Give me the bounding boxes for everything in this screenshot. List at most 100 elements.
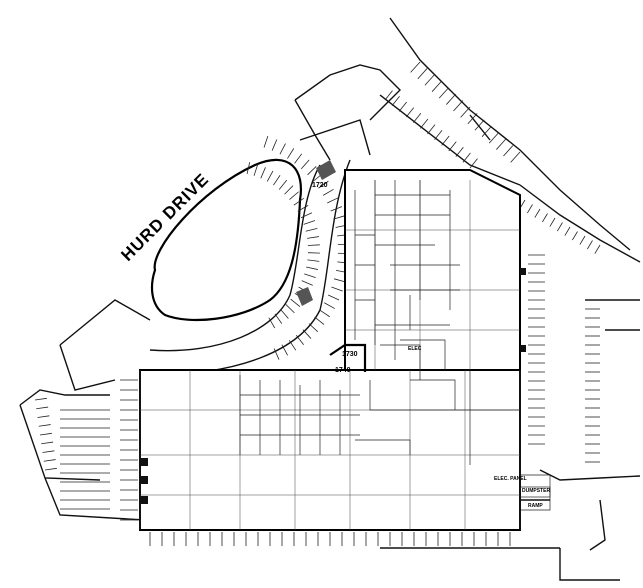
parking-stall-line (271, 139, 278, 151)
parking-stall-line (527, 204, 533, 214)
parking-stall-line (572, 231, 578, 241)
parking-stall-line (331, 286, 343, 292)
parking-stalls (34, 61, 601, 546)
parking-stall-line (307, 236, 320, 239)
parking-stall-line (496, 138, 507, 150)
parking-stall-line (322, 188, 334, 196)
parking-stall-line (333, 278, 346, 283)
parking-stall-line (290, 298, 301, 307)
parking-stall-line (549, 217, 556, 227)
parking-stall-line (327, 197, 339, 204)
dumpster-label: DUMPSTER (522, 488, 550, 494)
parking-stall-line (438, 87, 449, 99)
parking-stall-line (324, 302, 335, 309)
parking-stall-line (510, 151, 521, 163)
parking-stall-line (44, 467, 57, 471)
interior-partitions (239, 180, 551, 511)
parking-stall-line (413, 113, 422, 123)
unit-label-1730: 1730 (342, 351, 358, 358)
parking-stall-line (273, 174, 281, 186)
parking-stall-line (587, 240, 593, 250)
parking-stall-line (417, 68, 428, 80)
parking-stall-line (305, 228, 318, 232)
parking-stall-line (297, 204, 309, 212)
parking-stall-line (467, 113, 478, 125)
parking-stall-line (279, 143, 286, 155)
parking-stall-line (398, 101, 407, 112)
parking-stall-line (304, 273, 316, 278)
parking-stall-line (302, 329, 312, 339)
parking-stall-line (420, 118, 429, 129)
parking-stall-line (469, 158, 478, 169)
parking-stall-line (37, 415, 50, 418)
elec-panel-label: ELEC. PANEL (494, 476, 527, 482)
parking-stall-line (284, 185, 294, 195)
parking-stall-line (36, 406, 49, 410)
parking-stall-line (260, 167, 266, 179)
parking-stall-line (38, 424, 51, 427)
parking-stall-line (441, 135, 450, 146)
parking-stall-line (263, 135, 269, 148)
interior-grid (139, 180, 521, 530)
door-marker-1 (141, 458, 148, 466)
parking-stall-line (268, 317, 276, 329)
parking-stall-line (391, 96, 400, 106)
parking-stall-line (564, 226, 571, 236)
hatched-stair-lower (296, 287, 313, 306)
parking-stall-line (579, 235, 586, 245)
parking-stall-line (39, 432, 52, 436)
parking-stall-line (307, 259, 320, 262)
stair-hatching (141, 160, 526, 504)
parking-stall-line (308, 323, 319, 333)
parking-stall-line (481, 126, 492, 137)
parking-stall-line (42, 450, 55, 453)
door-marker-5 (520, 345, 526, 352)
parking-stall-line (405, 107, 415, 118)
parking-stall-line (534, 208, 541, 218)
parking-stall-line (453, 100, 464, 112)
parking-stall-line (333, 215, 346, 220)
parking-stall-line (307, 166, 317, 176)
parking-stall-line (446, 93, 457, 105)
parking-stall-line (319, 309, 330, 318)
door-marker-3 (141, 496, 148, 504)
parking-stall-line (318, 180, 329, 189)
parking-stall-line (410, 61, 421, 73)
parking-stall-line (307, 244, 320, 246)
parking-stall-line (384, 90, 393, 101)
parking-stall-line (488, 132, 499, 144)
hatched-stair-upper (316, 160, 336, 180)
street-label-hurd-drive: HURD DRIVE (117, 170, 212, 265)
parking-stall-line (295, 335, 304, 345)
parking-stall-line (266, 170, 274, 182)
parking-stall-line (330, 206, 343, 212)
parking-stall-line (594, 244, 601, 254)
parking-stall-line (246, 162, 251, 174)
unit-label-1720: 1720 (312, 182, 328, 189)
parking-stall-line (281, 344, 288, 356)
parking-stall-line (303, 220, 316, 225)
parking-stall-line (43, 459, 56, 462)
parking-stall-line (503, 145, 514, 157)
parking-stall-line (460, 106, 471, 118)
parking-stall-line (293, 198, 304, 206)
parking-stall-line (448, 141, 457, 152)
parking-stall-line (328, 294, 340, 301)
parking-stall-line (557, 222, 563, 232)
parking-stall-line (424, 74, 435, 86)
parking-stall-line (253, 164, 259, 176)
parking-stall-line (427, 124, 436, 135)
parking-stall-line (278, 179, 288, 190)
parking-stall-line (301, 280, 313, 286)
parking-stall-line (300, 159, 310, 170)
parking-stall-line (285, 304, 295, 314)
parking-stall-line (431, 81, 442, 92)
parking-stall-line (288, 340, 297, 351)
parking-stall-line (41, 441, 54, 445)
parking-stall-line (289, 191, 299, 200)
door-marker-4 (520, 268, 526, 275)
parking-stall-line (273, 348, 280, 360)
parking-stall-line (294, 153, 303, 164)
parking-stall-line (314, 316, 325, 325)
